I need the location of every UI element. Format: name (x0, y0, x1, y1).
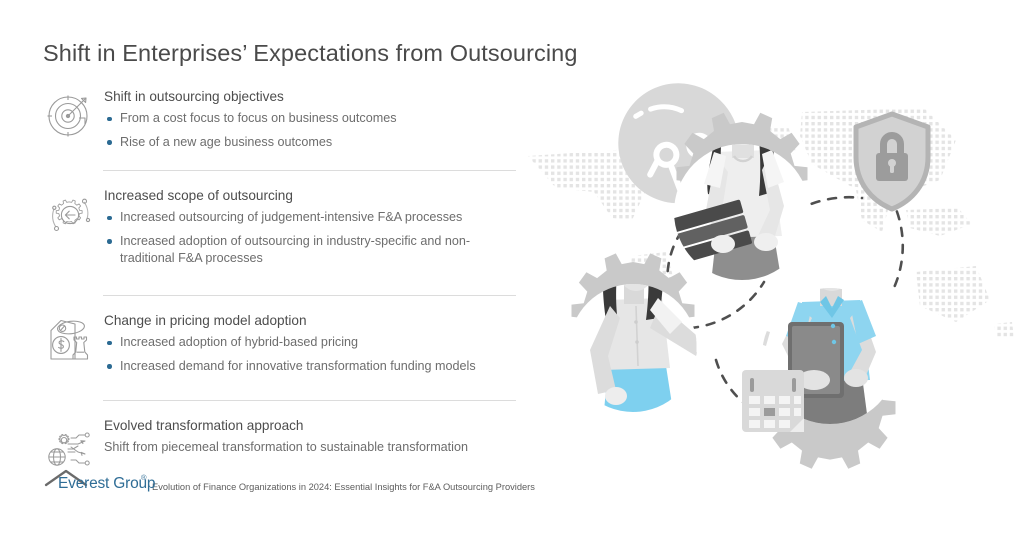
section-divider (103, 170, 516, 171)
woman-pointing (590, 284, 697, 412)
list-item: Increased demand for innovative transfor… (104, 358, 542, 376)
section-bullet-list: Increased outsourcing of judgement-inten… (104, 209, 542, 268)
section-heading: Evolved transformation approach (104, 418, 304, 433)
section-change-in-pricing-model-adoption: Change in pricing model adoption Increas… (42, 295, 542, 400)
gear-right-with-man (762, 288, 898, 469)
logo-registered-mark: ® (141, 473, 147, 482)
section-plain-text: Shift from piecemeal transformation to s… (104, 440, 468, 454)
footer: Everest Group ® Evolution of Finance Org… (44, 469, 535, 495)
section-body: Evolved transformation approach Shift fr… (98, 417, 542, 457)
target-arrow-icon (42, 88, 98, 140)
price-tag-rook-icon (42, 312, 98, 366)
list-item: Increased adoption of outsourcing in ind… (104, 233, 495, 268)
section-heading: Increased scope of outsourcing (104, 188, 293, 203)
list-item: Increased outsourcing of judgement-inten… (104, 209, 542, 227)
section-bullet-list: From a cost focus to focus on business o… (104, 110, 542, 151)
section-heading: Change in pricing model adoption (104, 313, 307, 328)
list-item: From a cost focus to focus on business o… (104, 110, 542, 128)
people-gears-collaboration-illustration (520, 60, 1020, 470)
page-title: Shift in Enterprises’ Expectations from … (43, 40, 578, 66)
section-body: Shift in outsourcing objectives From a c… (98, 88, 542, 157)
section-bullet-list: Increased adoption of hybrid-based prici… (104, 334, 542, 375)
gear-network-icon (42, 187, 98, 239)
source-caption: Evolution of Finance Organizations in 20… (152, 482, 535, 492)
section-body: Increased scope of outsourcing Increased… (98, 187, 542, 274)
section-heading: Shift in outsourcing objectives (104, 89, 284, 104)
gear-left-with-woman (569, 253, 697, 412)
list-item: Increased adoption of hybrid-based prici… (104, 334, 542, 352)
section-evolved-transformation-approach: Evolved transformation approach Shift fr… (42, 400, 542, 479)
padlock-icon (876, 132, 908, 181)
section-increased-scope-of-outsourcing: Increased scope of outsourcing Increased… (42, 170, 542, 295)
section-body: Change in pricing model adoption Increas… (98, 312, 542, 381)
section-divider (103, 295, 516, 296)
content-column: Shift in outsourcing objectives From a c… (42, 88, 542, 479)
man-with-tablet (762, 288, 876, 424)
everest-group-logo: Everest Group ® (44, 469, 156, 495)
gear-globe-circuit-icon (42, 417, 98, 469)
shield-lock-icon (853, 111, 931, 212)
mountain-peak-icon (44, 469, 88, 487)
section-shift-in-outsourcing-objectives: Shift in outsourcing objectives From a c… (42, 88, 542, 170)
calendar-icon (742, 370, 804, 432)
section-divider (103, 400, 516, 401)
list-item: Rise of a new age business outcomes (104, 134, 542, 152)
logo-wordmark: Everest Group (58, 475, 156, 492)
